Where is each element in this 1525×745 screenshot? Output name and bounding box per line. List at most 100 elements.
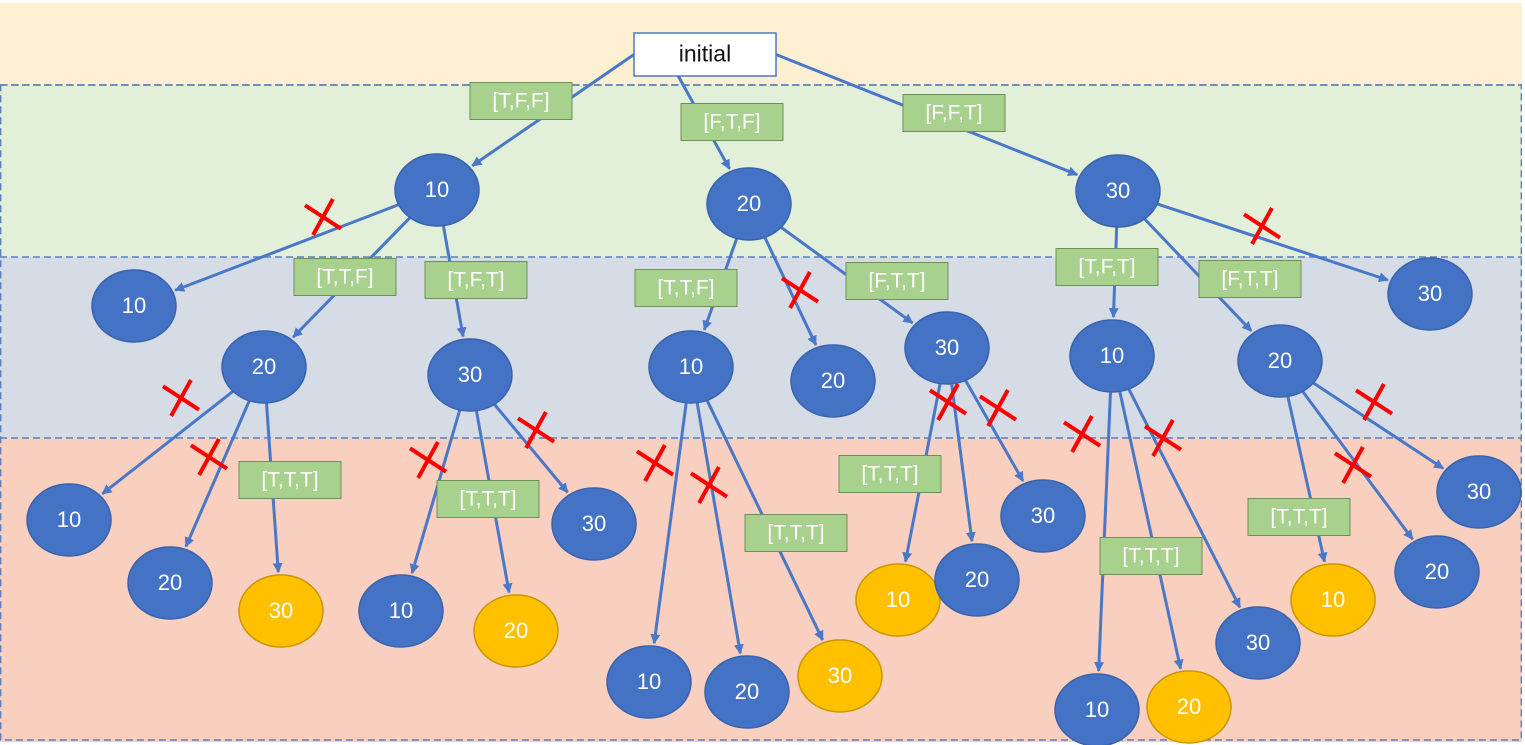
node-circle [1000, 479, 1086, 553]
node-a2b: 20 [127, 546, 213, 620]
node-b2: 20 [790, 344, 876, 418]
node-c2: 20 [1237, 324, 1323, 398]
node-label: 30 [935, 335, 959, 360]
node-a: 10 [394, 153, 480, 227]
pruned-mark-c1-c1c [1143, 419, 1183, 457]
edge-labels: [T,F,F][F,T,F][F,F,T][T,T,F][T,F,T][T,T,… [238, 82, 1351, 575]
edge-c1-c1a [1094, 389, 1113, 673]
cross-stroke [643, 444, 667, 482]
valid-node-b1c: 30 [797, 639, 883, 713]
node-circle [1146, 670, 1232, 744]
node-c2c: 30 [1436, 455, 1522, 529]
pruned-mark-a-a1 [303, 198, 343, 236]
edge-label-b-b1: [T,T,F] [634, 269, 738, 307]
edge-label-b1-b1c: [T,T,T] [744, 514, 848, 552]
node-b1a: 10 [606, 645, 692, 719]
node-label: 30 [828, 663, 852, 688]
edge-label-box [436, 480, 540, 518]
node-circle [704, 655, 790, 729]
node-circle [1290, 563, 1376, 637]
edge-label-b-b3: [F,T,T] [845, 262, 949, 300]
edge-label-c-c2: [F,T,T] [1198, 260, 1302, 298]
edge-label-c1-c1b: [T,T,T] [1099, 537, 1203, 575]
edge-label-text: [T,T,T] [1122, 545, 1179, 568]
cross-stroke [169, 379, 193, 417]
node-label: 30 [1106, 178, 1130, 203]
edge-label-text: [T,T,F] [657, 277, 714, 300]
node-circle [606, 645, 692, 719]
cross-stroke [311, 198, 335, 236]
node-c1c: 30 [1215, 606, 1301, 680]
node-a2: 20 [221, 330, 307, 404]
node-circle [358, 574, 444, 648]
node-label: 20 [1268, 348, 1292, 373]
edge-label-text: [T,T,T] [1270, 506, 1327, 529]
node-label: 10 [122, 293, 146, 318]
cross-stroke [1151, 419, 1175, 457]
edge-label-text: [F,T,T] [868, 270, 925, 293]
edge-b1-b1a [650, 400, 688, 645]
pruned-mark-b1-b1b [689, 466, 729, 504]
node-circle [221, 330, 307, 404]
node-a3c: 30 [551, 487, 637, 561]
edge-label-root-c: [F,F,T] [902, 94, 1006, 132]
node-b3c: 30 [1000, 479, 1086, 553]
node-label: 10 [389, 598, 413, 623]
node-circle [648, 330, 734, 404]
edge-label-box [1099, 537, 1203, 575]
node-label: 20 [252, 354, 276, 379]
edge-c2-c2c [1310, 380, 1445, 470]
edge-a3-a3c [491, 401, 569, 494]
node-circle [1436, 455, 1522, 529]
node-a3: 30 [427, 338, 513, 412]
pruned-mark-a2-a2a [161, 379, 201, 417]
valid-node-a2c: 30 [238, 574, 324, 648]
edge-label-text: [F,F,T] [925, 102, 982, 125]
node-label: 30 [1031, 503, 1055, 528]
levels-frame [0, 84, 1522, 741]
edge-b-b2 [762, 234, 818, 346]
edge-c-c2 [1142, 216, 1253, 332]
edge-a3-a3a [409, 407, 462, 575]
edge-c2-c2b [1300, 388, 1414, 541]
node-circle [1394, 535, 1480, 609]
node-c3: 30 [1387, 257, 1473, 331]
node-label: 20 [821, 368, 845, 393]
cross-stroke [936, 383, 960, 421]
edge-label-a3-a3b: [T,T,T] [436, 480, 540, 518]
node-circle [427, 338, 513, 412]
node-circle [790, 344, 876, 418]
edge-label-box [744, 514, 848, 552]
edge-c1-c1c [1126, 386, 1242, 609]
node-a3a: 10 [358, 574, 444, 648]
cross-stroke [697, 466, 721, 504]
node-b1: 10 [648, 330, 734, 404]
edge-a-a1 [174, 202, 402, 292]
valid-node-c2a: 10 [1290, 563, 1376, 637]
edge-a2-a2a [101, 388, 236, 496]
edge-label-text: [T,T,T] [261, 469, 318, 492]
pruned-mark-b3-b3b [928, 383, 968, 421]
node-circle [797, 639, 883, 713]
edge-label-text: [F,T,F] [703, 111, 760, 134]
node-b3: 30 [904, 311, 990, 385]
edge-label-text: [T,T,F] [316, 266, 373, 289]
valid-node-b3a: 10 [855, 563, 941, 637]
edge-label-root-a: [T,F,F] [469, 82, 573, 120]
edge-label-text: [T,T,T] [459, 488, 516, 511]
edge-label-a2-a2c: [T,T,T] [238, 461, 342, 499]
node-circle [91, 269, 177, 343]
edge-label-box [838, 455, 942, 493]
cross-stroke [788, 271, 812, 309]
root-node: initial [633, 32, 777, 77]
pruned-mark-b3-b3c [978, 389, 1018, 427]
pruned-mark-a3-a3c [516, 411, 556, 449]
node-circle [473, 594, 559, 668]
node-label: 30 [458, 362, 482, 387]
node-c2b: 20 [1394, 535, 1480, 609]
node-label: 10 [886, 587, 910, 612]
cross-stroke [524, 411, 548, 449]
node-circle [394, 153, 480, 227]
node-label: 20 [504, 618, 528, 643]
